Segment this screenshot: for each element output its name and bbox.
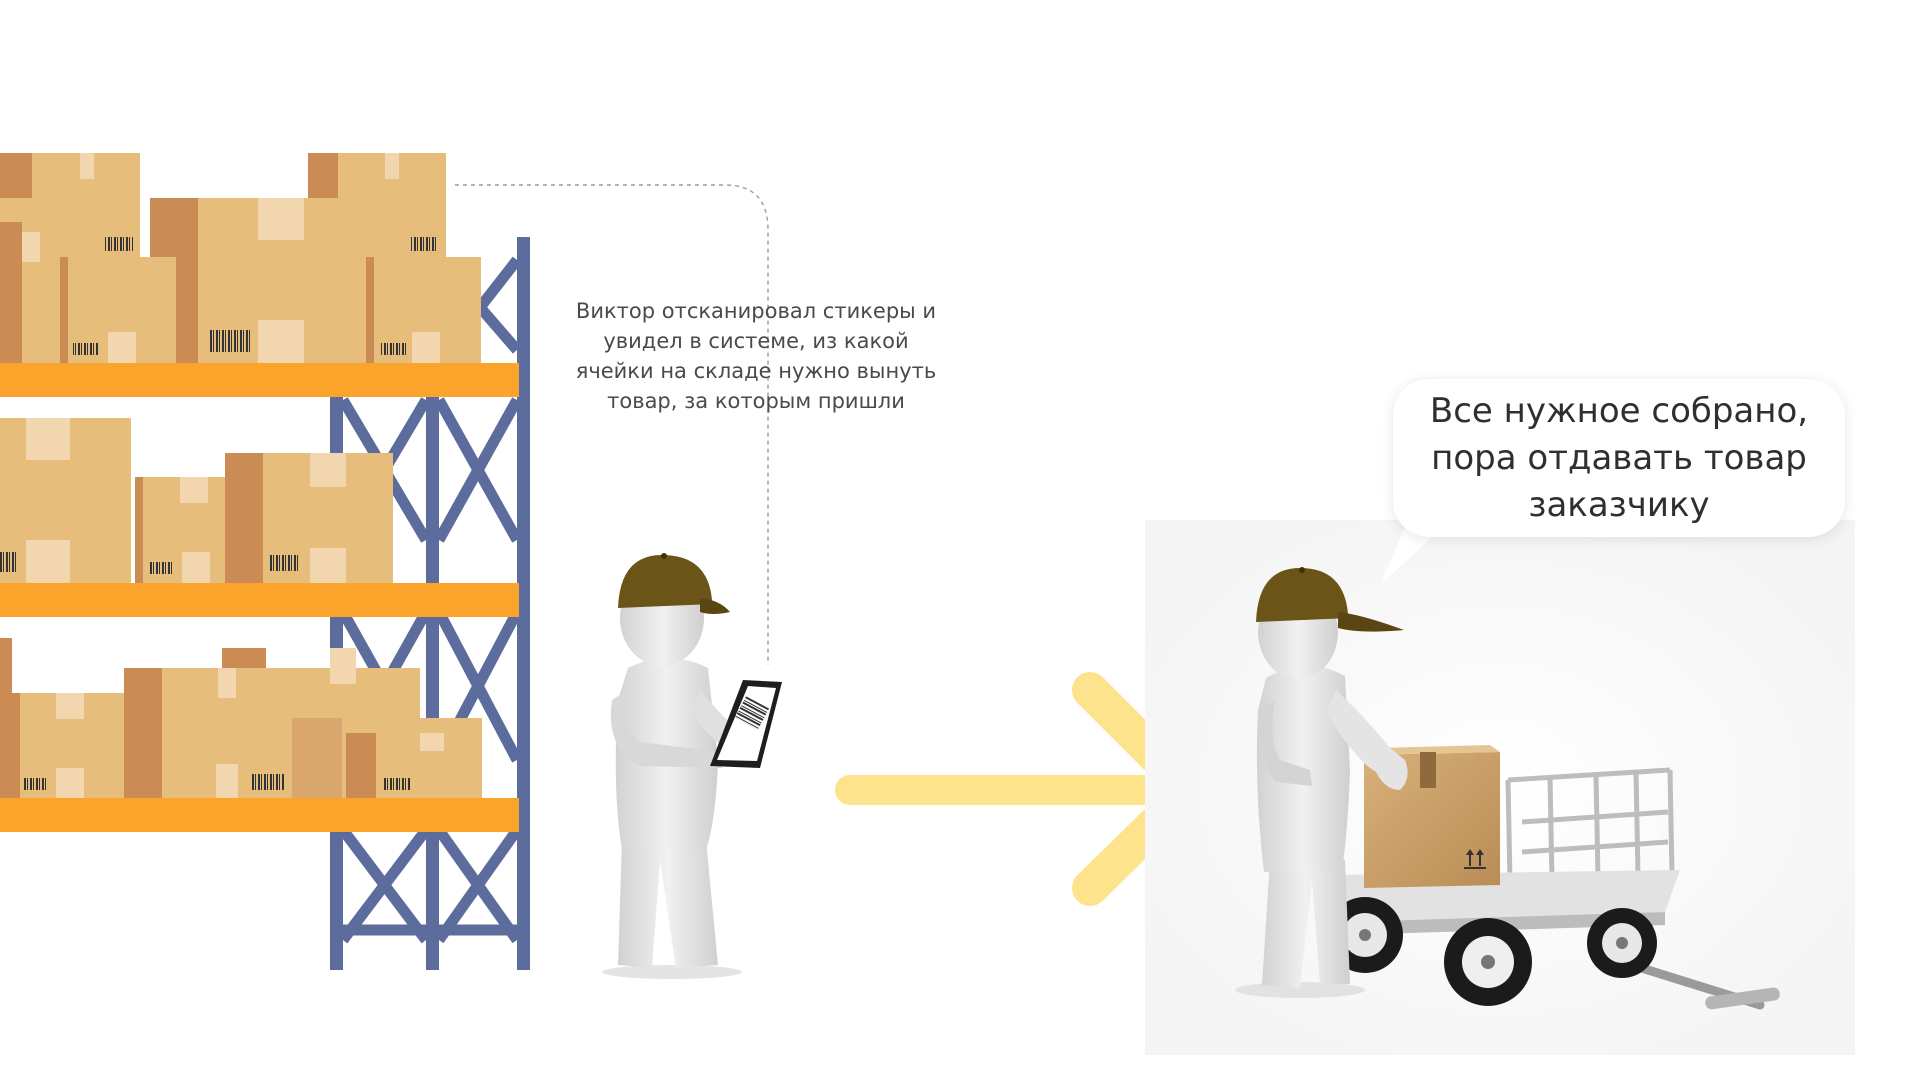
- speech-bubble-text: Все нужное собрано, пора отдавать товар …: [1393, 388, 1845, 529]
- shelf-beam: [0, 798, 519, 832]
- cart-wheel: [1587, 908, 1657, 978]
- shelf-beam: [0, 363, 519, 397]
- arrow-right-icon: [835, 672, 1208, 906]
- worker-scanning-figure: [602, 553, 782, 979]
- speech-bubble-line: заказчику: [1528, 485, 1710, 525]
- fragile-up-arrows-icon: [1464, 849, 1486, 869]
- boxes-bottom-shelf: [0, 638, 482, 798]
- barcode-icon: [734, 696, 770, 730]
- shelf-beam: [0, 583, 519, 617]
- rack-post: [426, 385, 439, 970]
- cap-icon: [1256, 567, 1404, 632]
- scanner-caption-line: товар, за которым пришли: [607, 389, 905, 413]
- scanner-caption-line: Виктор отсканировал стикеры и: [575, 299, 937, 323]
- cart-wheel: [1444, 918, 1532, 1006]
- boxes-middle-shelf: [0, 418, 393, 583]
- storage-rack: [0, 153, 530, 970]
- speech-bubble: [1393, 379, 1845, 537]
- speech-bubble-line: пора отдавать товар: [1431, 438, 1807, 478]
- tablet-icon: [710, 680, 782, 768]
- scanner-caption: Виктор отсканировал стикеры и увидел в с…: [556, 296, 956, 416]
- worker-with-cart-figure: [1235, 567, 1408, 998]
- rack-post: [517, 237, 530, 970]
- dashed-connector-line: [455, 184, 769, 665]
- scanner-caption-line: ячейки на складе нужно вынуть: [575, 359, 937, 383]
- boxes-top-shelf: [0, 153, 481, 363]
- scanner-caption-line: увидел в системе, из какой: [603, 329, 909, 353]
- speech-bubble-line: Все нужное собрано,: [1429, 391, 1809, 431]
- cap-icon: [618, 553, 730, 614]
